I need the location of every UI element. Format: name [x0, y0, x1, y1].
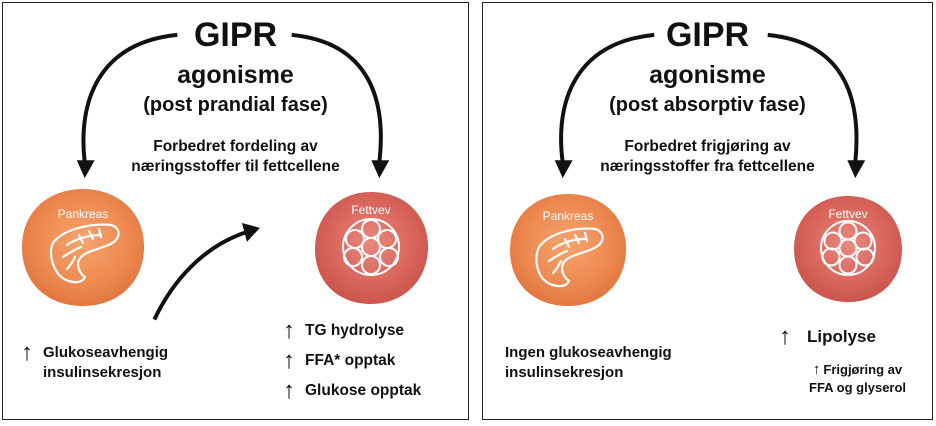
title-gipr: GIPR — [665, 16, 750, 54]
up-arrow-icon: ↑ — [779, 323, 791, 350]
fat-effect-ffa-uptake: ↑ FFA* opptak — [283, 347, 396, 374]
pancreas-effect-note: ↑ Glukoseavhengig insulinsekresjon — [21, 339, 169, 383]
pancreas-label: Pankreas — [542, 209, 594, 223]
description-line2: næringsstoffer fra fettcellene — [600, 158, 815, 175]
fat-cells-icon — [342, 218, 400, 276]
up-arrow-icon: ↑ — [283, 317, 295, 344]
pancreas-note-line1: Glukoseavhengig — [43, 344, 169, 361]
arrow-pancreas-to-fat — [152, 230, 248, 321]
fat-tissue-node: Fettvev — [311, 189, 431, 307]
title-gipr: GIPR — [193, 16, 278, 54]
pancreas-icon — [49, 223, 120, 284]
fat-note-text: Glukose opptak — [305, 382, 422, 399]
up-arrow-icon: ↑ — [283, 347, 295, 374]
arrowhead-pancreas-to-fat — [241, 222, 260, 242]
subtitle-phase: (post absorptiv fase) — [609, 94, 806, 116]
pancreas-node: Pankreas — [507, 191, 629, 309]
description-line1: Forbedret fordeling av — [153, 138, 318, 155]
fat-tissue-label: Fettvev — [351, 203, 391, 217]
fat-effect-glucose-uptake: ↑ Glukose opptak — [283, 377, 422, 404]
release-line2: FFA og glyserol — [809, 380, 907, 395]
description-line1: Forbedret frigjøring av — [624, 138, 791, 155]
fat-note-text: FFA* opptak — [305, 352, 396, 369]
fat-note-text: TG hydrolyse — [305, 322, 405, 339]
panel-post-prandial: GIPR agonisme (post prandial fase) Forbe… — [2, 2, 469, 420]
subtitle-agonism: agonisme — [649, 61, 766, 89]
fat-effect-release: ↑ Frigjøring av FFA og glyserol — [809, 361, 906, 397]
release-line1: Frigjøring av — [823, 362, 903, 377]
description-line2: næringsstoffer til fettcellene — [131, 158, 340, 175]
pancreas-note-line1: Ingen glukoseavhengig — [505, 344, 672, 361]
up-arrow-icon: ↑ — [812, 361, 821, 378]
fat-tissue-label: Fettvev — [828, 207, 868, 221]
subtitle-agonism: agonisme — [177, 61, 294, 89]
pancreas-note-line2: insulinsekresjon — [505, 364, 624, 381]
lipolysis-text: Lipolyse — [807, 327, 876, 346]
panel-post-absorptive: GIPR agonisme (post absorptiv fase) Forb… — [482, 2, 933, 420]
fat-cells-icon — [820, 220, 876, 276]
pancreas-effect-note: Ingen glukoseavhengig insulinsekresjon — [505, 343, 672, 383]
up-arrow-icon: ↑ — [21, 339, 33, 366]
pancreas-label: Pankreas — [57, 207, 109, 221]
subtitle-phase: (post prandial fase) — [143, 94, 328, 116]
pancreas-icon — [535, 227, 604, 288]
fat-tissue-node: Fettvev — [791, 193, 905, 305]
up-arrow-icon: ↑ — [283, 377, 295, 404]
pancreas-note-line2: insulinsekresjon — [43, 364, 162, 381]
fat-effect-lipolysis: ↑ Lipolyse — [779, 323, 876, 350]
pancreas-node: Pankreas — [19, 185, 147, 309]
fat-effect-tg-hydrolysis: ↑ TG hydrolyse — [283, 317, 405, 344]
